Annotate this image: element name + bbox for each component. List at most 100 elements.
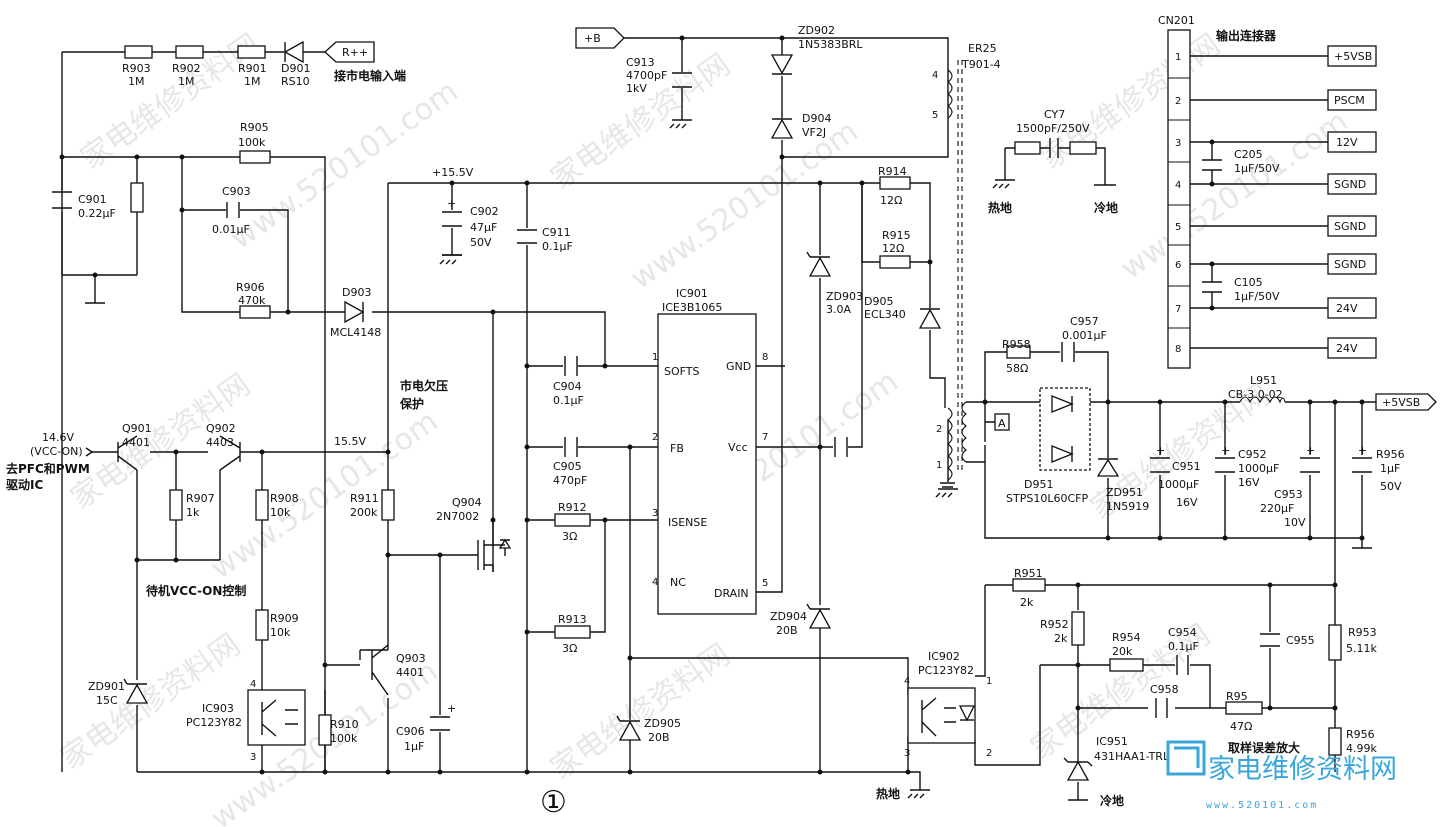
- svg-text:L951: L951: [1250, 374, 1277, 387]
- hot-ground-label: 热地: [988, 200, 1012, 215]
- watermark: www.520101.com: [625, 114, 865, 297]
- net-15v5: +15.5V: [432, 166, 474, 179]
- svg-text:R906: R906: [236, 281, 265, 294]
- svg-text:+: +: [1156, 444, 1165, 457]
- net-15v5-b: 15.5V: [334, 435, 366, 448]
- svg-text:R907: R907: [186, 492, 215, 505]
- svg-text:D951: D951: [1024, 478, 1053, 491]
- svg-text:R911: R911: [350, 492, 379, 505]
- svg-text:220μF: 220μF: [1260, 502, 1294, 515]
- svg-text:1000μF: 1000μF: [1238, 462, 1279, 475]
- svg-text:R909: R909: [270, 612, 299, 625]
- svg-text:www.520101.com: www.520101.com: [1206, 800, 1318, 811]
- svg-text:3Ω: 3Ω: [562, 530, 577, 543]
- resistor-r954: R954 20k: [1109, 631, 1144, 672]
- capacitor-c955: C955: [1260, 633, 1315, 647]
- svg-text:0.1μF: 0.1μF: [1168, 640, 1199, 653]
- resistor-r95: R95 47Ω: [1225, 690, 1263, 733]
- test-point-a-box: [994, 413, 1010, 431]
- svg-text:C906: C906: [396, 725, 425, 738]
- capacitor-c957: C957 0.001μF: [1061, 315, 1107, 362]
- cold-ground-label: 冷地: [1094, 200, 1118, 215]
- svg-text:1M: 1M: [178, 75, 195, 88]
- resistor-r911: R911 200k: [350, 489, 395, 521]
- svg-text:R905: R905: [240, 121, 269, 134]
- svg-text:+: +: [447, 197, 456, 210]
- svg-text:4403: 4403: [206, 436, 234, 449]
- resistor-r952: R952 2k: [1040, 611, 1085, 646]
- standby-control-label: 待机VCC-ON控制: [146, 583, 246, 598]
- hot-ground-bottom-label: 热地: [876, 786, 900, 801]
- resistor-r901: R901 1M: [237, 45, 267, 88]
- zener-zd903: ZD903 3.0A: [806, 251, 863, 316]
- cold-ground-bottom-label: 冷地: [1100, 793, 1124, 808]
- svg-text:1N5383BRL: 1N5383BRL: [798, 38, 863, 51]
- svg-text:R915: R915: [882, 229, 911, 242]
- transistor-q903: Q903 4401: [371, 644, 426, 696]
- svg-text:1μF/50V: 1μF/50V: [1234, 290, 1280, 303]
- svg-text:50V: 50V: [470, 236, 492, 249]
- svg-text:14.6V: 14.6V: [42, 431, 74, 444]
- svg-text:1: 1: [1175, 52, 1181, 63]
- svg-text:47Ω: 47Ω: [1230, 720, 1252, 733]
- svg-text:+5VSB: +5VSB: [1334, 50, 1372, 63]
- site-logo: 家电维修资料网 www.520101.com: [1166, 740, 1397, 811]
- svg-text:DRAIN: DRAIN: [714, 587, 749, 600]
- svg-text:3: 3: [904, 748, 910, 759]
- zener-zd951: ZD951 1N5919: [1096, 458, 1149, 513]
- transistor-q901: Q901 4401: [117, 422, 152, 471]
- diode-d904: D904 VF2J: [770, 112, 831, 139]
- svg-text:5: 5: [762, 578, 768, 589]
- svg-text:470pF: 470pF: [553, 474, 587, 487]
- svg-text:CN201: CN201: [1158, 14, 1195, 27]
- capacitor-c902: + C902 47μF 50V: [442, 197, 499, 249]
- svg-text:1μF: 1μF: [404, 740, 424, 753]
- zener-zd901: ZD901 15C: [88, 678, 149, 707]
- svg-text:2: 2: [936, 424, 942, 435]
- output-5vsb-terminal: +5VSB: [1375, 393, 1437, 411]
- svg-text:8: 8: [762, 352, 768, 363]
- junctions: [59, 35, 1365, 775]
- svg-text:3: 3: [652, 508, 658, 519]
- ground-symbols: [439, 119, 1372, 799]
- svg-text:ZD904: ZD904: [770, 610, 807, 623]
- svg-text:5: 5: [932, 110, 938, 121]
- svg-text:0.22μF: 0.22μF: [78, 207, 116, 220]
- svg-text:100k: 100k: [238, 136, 266, 149]
- watermark: www.520101.com: [225, 74, 465, 257]
- svg-text:C955: C955: [1286, 634, 1315, 647]
- svg-text:16V: 16V: [1238, 476, 1260, 489]
- capacitor-c906: + C906 1μF: [396, 702, 456, 753]
- svg-text:20B: 20B: [648, 731, 670, 744]
- svg-text:C954: C954: [1168, 626, 1197, 639]
- svg-text:Q902: Q902: [206, 422, 236, 435]
- svg-text:+: +: [1221, 444, 1230, 457]
- svg-text:C958: C958: [1150, 683, 1179, 696]
- svg-text:4700pF: 4700pF: [626, 69, 667, 82]
- svg-text:C901: C901: [78, 193, 107, 206]
- mosfet-q904: Q904 2N7002: [436, 496, 512, 572]
- svg-text:C105: C105: [1234, 276, 1263, 289]
- svg-text:C911: C911: [542, 226, 571, 239]
- capacitor-c105: C105 1μF/50V: [1202, 276, 1280, 303]
- svg-text:保护: 保护: [399, 396, 424, 411]
- rpp-terminal: R++: [324, 41, 375, 63]
- svg-text:D905: D905: [864, 295, 893, 308]
- svg-text:1k: 1k: [186, 506, 200, 519]
- svg-text:MCL4148: MCL4148: [330, 326, 381, 339]
- svg-text:+B: +B: [584, 32, 601, 45]
- resistor-r913: R913 3Ω: [554, 613, 591, 655]
- svg-text:R958: R958: [1002, 338, 1031, 351]
- svg-text:R954: R954: [1112, 631, 1141, 644]
- capacitor-c954: C954 0.1μF: [1168, 626, 1199, 675]
- svg-text:SGND: SGND: [1334, 258, 1366, 271]
- svg-text:ZD903: ZD903: [826, 290, 863, 303]
- svg-text:15C: 15C: [96, 694, 118, 707]
- diode-d905: D905 ECL340: [864, 295, 942, 329]
- svg-text:2: 2: [652, 432, 658, 443]
- capacitor-c913: C913 4700pF 1kV: [626, 56, 692, 95]
- svg-text:Q901: Q901: [122, 422, 152, 435]
- resistor-r953: R953 5.11k: [1328, 624, 1377, 661]
- svg-text:R914: R914: [878, 165, 907, 178]
